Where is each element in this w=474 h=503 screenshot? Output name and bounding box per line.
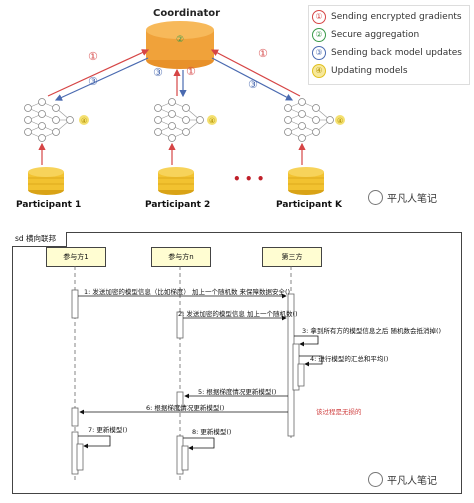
- lifeline-participant-1: 参与方1: [46, 247, 106, 267]
- message-1: 1: 发送加密的模型信息（比如梯度） 加上一个随机数 来保障数据安全(): [84, 288, 291, 296]
- watermark-top: 平凡人笔记: [368, 190, 437, 205]
- legend-item-1: ① Sending encrypted gradients: [309, 9, 462, 24]
- participant-k-label: Participant K: [276, 200, 343, 210]
- watermark-bottom: 平凡人笔记: [368, 472, 437, 487]
- message-2: 2: 发送加密的模型信息 加上一个随机数(): [178, 310, 298, 318]
- legend-text-4: Updating models: [331, 65, 408, 76]
- wechat-icon: [368, 190, 383, 205]
- step3-label-left: ③: [88, 75, 98, 88]
- svg-text:②: ②: [176, 35, 184, 45]
- message-4: 4: 进行模型的汇总和平均(): [310, 355, 389, 363]
- message-8: 8: 更新模型(): [192, 428, 232, 436]
- legend-item-3: ③ Sending back model updates: [309, 45, 462, 60]
- participant-2-label: Participant 2: [145, 200, 211, 210]
- sd-frame: [12, 232, 462, 494]
- wechat-icon: [368, 472, 383, 487]
- step1-label-mid: ①: [186, 65, 196, 78]
- message-6: 6: 根据梯度情况更新模型(): [146, 404, 225, 412]
- data-stack-k: [288, 167, 324, 195]
- data-stack-1: [28, 167, 64, 195]
- legend-item-2: ② Secure aggregation: [309, 27, 419, 42]
- coordinator-node: ②: [146, 21, 214, 69]
- svg-text:④: ④: [337, 117, 343, 125]
- message-3: 3: 拿到所有方的模型信息之后 随机数会抵消掉(): [302, 327, 442, 335]
- message-7: 7: 更新模型(): [88, 426, 128, 434]
- coordinator-label: Coordinator: [153, 8, 221, 19]
- legend-num-2: ②: [312, 27, 326, 42]
- lifeline-participant-n: 参与方n: [151, 247, 211, 267]
- svg-text:④: ④: [81, 117, 87, 125]
- ellipsis: • • •: [233, 172, 265, 186]
- step3-label-right: ③: [248, 78, 258, 91]
- legend-item-4: ④ Updating models: [309, 63, 408, 78]
- sd-frame-title: sd 横向联邦: [12, 232, 68, 247]
- legend-num-4: ④: [312, 63, 326, 78]
- step1-label-right: ①: [258, 47, 268, 60]
- step1-label-left: ①: [88, 50, 98, 63]
- legend-num-1: ①: [312, 9, 326, 24]
- lossless-note: 该过程是无损的: [316, 408, 362, 416]
- data-stack-2: [158, 167, 194, 195]
- legend-text-3: Sending back model updates: [331, 47, 462, 58]
- top-diagram-svg: ② ④: [24, 21, 345, 195]
- watermark-bottom-text: 平凡人笔记: [387, 476, 437, 487]
- svg-text:④: ④: [209, 117, 215, 125]
- lifeline-third-party: 第三方: [262, 247, 322, 267]
- message-5: 5: 根据梯度情况更新模型(): [198, 388, 277, 396]
- legend-num-3: ③: [312, 45, 326, 60]
- participant-1-label: Participant 1: [16, 200, 82, 210]
- legend-text-2: Secure aggregation: [331, 29, 420, 40]
- legend-text-1: Sending encrypted gradients: [331, 11, 462, 22]
- watermark-top-text: 平凡人笔记: [387, 194, 437, 205]
- step3-label-mid: ③: [153, 66, 163, 79]
- legend: ① Sending encrypted gradients ② Secure a…: [308, 5, 470, 85]
